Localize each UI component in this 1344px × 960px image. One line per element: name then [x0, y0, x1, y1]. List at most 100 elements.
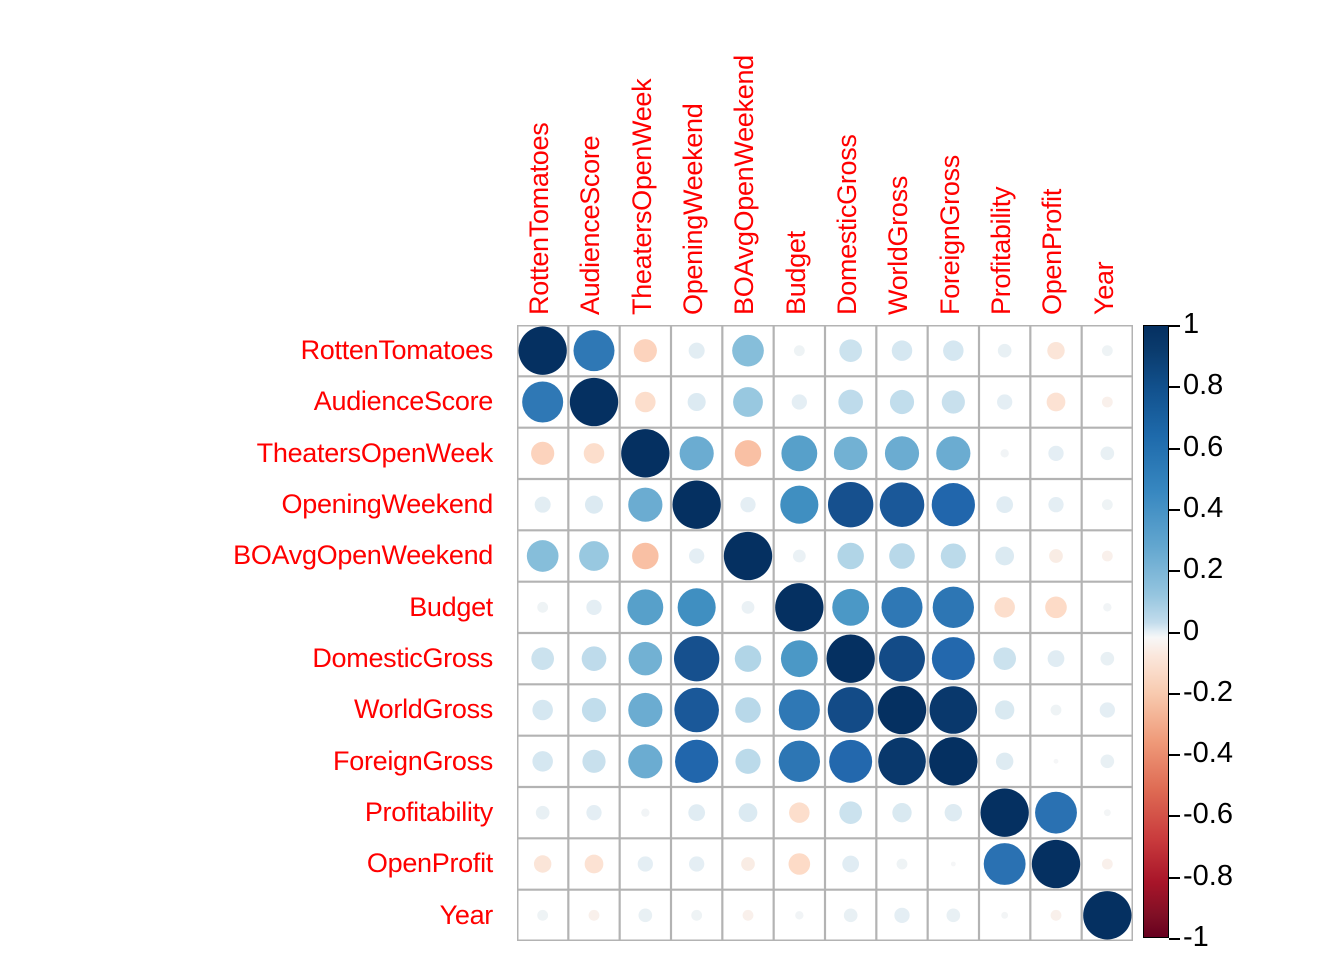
corr-circle — [780, 640, 818, 678]
corr-circle — [775, 583, 824, 632]
row-label-year: Year — [439, 899, 494, 930]
corr-circle — [1103, 603, 1112, 612]
colorbar-tick-mark — [1169, 631, 1180, 634]
corr-circle — [1053, 758, 1059, 764]
column-label-text: Profitability — [986, 186, 1016, 315]
corr-circle — [931, 637, 975, 681]
corr-circle — [995, 752, 1014, 771]
corr-circle — [531, 441, 555, 465]
column-label-text: ForeignGross — [934, 155, 965, 315]
colorbar-tick-mark — [1169, 754, 1180, 757]
corr-circle — [879, 635, 925, 682]
corr-circle — [994, 597, 1015, 618]
corr-circle — [1101, 499, 1113, 511]
corr-circle — [1050, 909, 1062, 921]
corr-circle — [789, 802, 810, 823]
corr-circle — [588, 909, 600, 921]
corr-circle — [1100, 446, 1115, 461]
corr-circle — [884, 436, 920, 471]
corr-circle — [532, 699, 553, 721]
column-label-profitability: Profitability — [979, 0, 1030, 325]
row-label-rottentomatoes: RottenTomatoes — [300, 335, 494, 365]
colorbar-tick-label: -0.8 — [1183, 859, 1233, 892]
corr-circle — [526, 540, 559, 572]
corr-circle — [778, 689, 820, 731]
corr-circle — [638, 908, 653, 923]
corr-circle — [833, 436, 868, 471]
row-label-openprofit: OpenProfit — [366, 848, 493, 879]
corr-circle — [687, 392, 706, 412]
corr-circle — [941, 390, 965, 414]
corr-circle — [1000, 449, 1009, 458]
column-label-text: OpenProfit — [1037, 188, 1068, 315]
corr-circle — [740, 497, 756, 513]
corr-circle — [996, 496, 1014, 514]
colorbar-tick-label: 0.2 — [1183, 553, 1224, 586]
corr-circle — [1001, 911, 1009, 919]
colorbar-tick-mark — [1169, 815, 1180, 818]
corr-circle — [827, 481, 874, 528]
corr-circle — [621, 429, 670, 478]
corr-circle — [688, 804, 706, 822]
corr-circle — [932, 586, 974, 628]
row-label-theatersopenweek: TheatersOpenWeek — [256, 437, 494, 468]
corr-circle — [673, 635, 720, 682]
corr-circle — [534, 496, 551, 513]
corr-circle — [584, 854, 604, 874]
corr-circle — [637, 856, 653, 872]
corr-circle — [674, 687, 719, 733]
column-label-text: DomesticGross — [832, 134, 862, 315]
colorbar-tick-label: -0.6 — [1183, 798, 1233, 831]
corr-circle — [632, 542, 659, 570]
corr-circle — [732, 334, 764, 367]
corr-circle — [826, 634, 875, 683]
colorbar-tick-label: 0.6 — [1183, 430, 1224, 463]
corr-circle — [1101, 550, 1113, 562]
row-label-profitability: Profitability — [364, 797, 493, 827]
corr-circle — [1101, 396, 1113, 408]
corr-circle — [675, 739, 719, 783]
corr-circle — [1050, 704, 1062, 716]
corr-circle — [531, 647, 555, 671]
corr-circle — [679, 436, 714, 471]
corr-circle — [839, 339, 863, 363]
colorbar-tick-mark — [1169, 447, 1180, 450]
row-label-foreigngross: ForeignGross — [333, 745, 493, 776]
corr-circle — [1048, 497, 1064, 513]
corr-circle — [832, 588, 870, 626]
corr-circle — [1099, 702, 1115, 718]
corr-circle — [537, 909, 549, 921]
colorbar-tick-label: 0 — [1183, 614, 1200, 647]
column-label-theatersopenweek: TheatersOpenWeek — [620, 0, 671, 325]
corr-circle — [793, 345, 805, 357]
column-label-foreigngross: ForeignGross — [928, 0, 979, 325]
column-label-text: AudienceScore — [575, 135, 606, 315]
corr-circle — [997, 343, 1012, 358]
corr-circle — [532, 751, 553, 772]
corr-circle — [950, 861, 956, 867]
corr-circle — [839, 801, 863, 825]
corr-circle — [1100, 651, 1115, 666]
corr-circle — [1101, 858, 1113, 870]
row-label-boavgopenweekend: BOAvgOpenWeekend — [233, 540, 493, 571]
corr-circle — [878, 737, 926, 786]
corr-circle — [628, 692, 663, 728]
column-labels: RottenTomatoes AudienceScore TheatersOpenW… — [517, 0, 1133, 325]
corr-circle — [689, 548, 705, 564]
row-label-domesticgross: DomesticGross — [312, 643, 493, 673]
column-label-budget: Budget — [774, 0, 825, 325]
corr-circle — [980, 788, 1029, 837]
corr-circle — [672, 480, 721, 529]
corr-circle — [628, 487, 663, 522]
corr-circle — [842, 855, 860, 873]
corr-circle — [735, 697, 761, 723]
row-label-worldgross: WorldGross — [353, 694, 493, 725]
corr-circle — [995, 700, 1015, 720]
corr-circle — [741, 857, 755, 871]
corr-circle — [522, 381, 564, 423]
colorbar-tick-mark — [1169, 325, 1180, 327]
column-label-text: RottenTomatoes — [524, 122, 554, 315]
corr-circle — [889, 543, 915, 569]
